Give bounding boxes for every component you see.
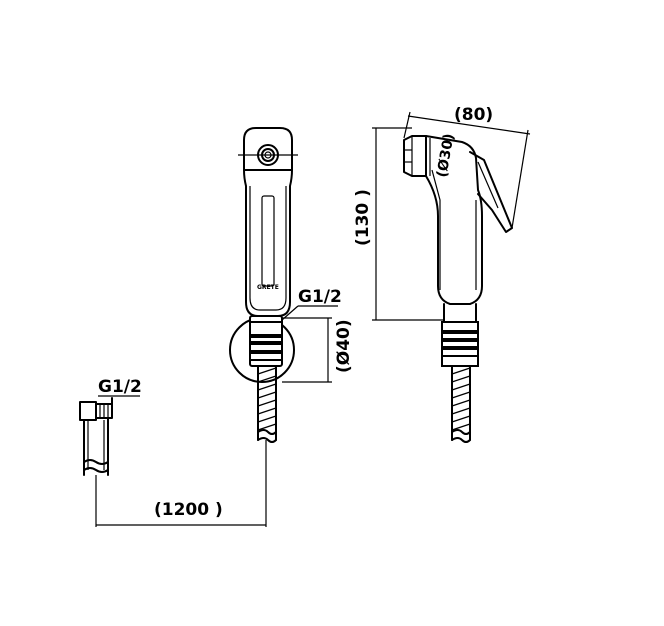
side-view-hose [451,365,471,443]
height-label: (130 ) [353,189,373,246]
holder-diameter-dimension [282,317,332,383]
height-dimension [372,127,444,321]
hose-length-label: (1200 ) [154,500,223,520]
brand-mark: GRETE [257,284,279,291]
wall-inlet-connector [79,397,113,476]
hose-length-dimension [95,440,267,527]
holder-thread-label: G1/2 [298,287,342,307]
front-view-hose [257,365,277,443]
side-view-spray [403,135,513,367]
wall-inlet-thread-label: G1/2 [98,377,142,397]
holder-diameter-label: (Ø40) [334,319,354,373]
head-diameter-label: (Ø30) [434,132,457,178]
head-width-label: (80) [454,105,493,125]
wall-holder [229,315,295,383]
head-width-dimension [403,111,531,229]
front-view-spray: GRETE [238,127,298,317]
